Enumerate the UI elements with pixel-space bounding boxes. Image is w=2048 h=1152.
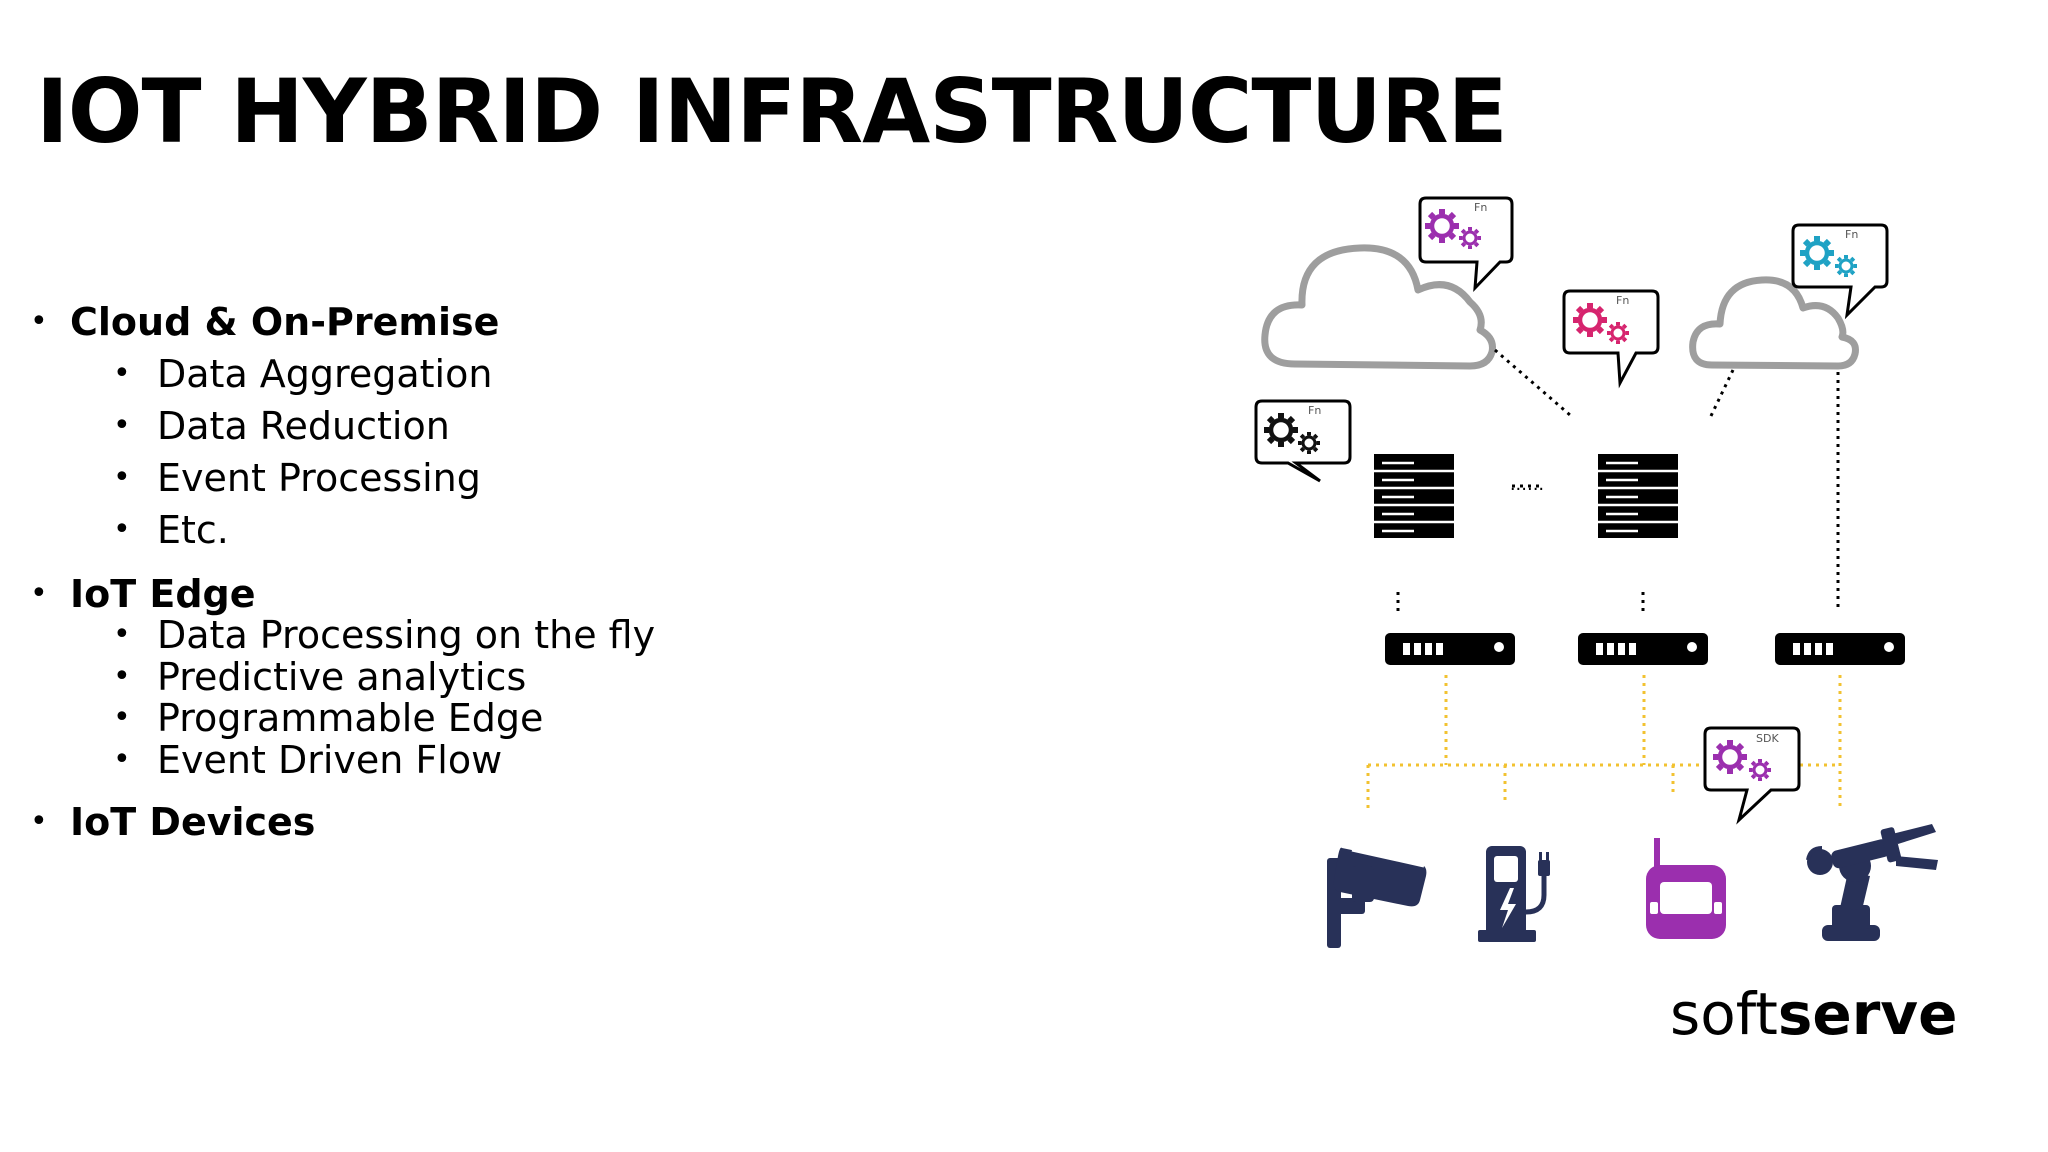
bullet-cloud-item: • Data Aggregation (113, 352, 493, 396)
function-bubble-purple: Fn (1418, 196, 1514, 293)
bullet-dot: • (113, 408, 131, 443)
function-bubble-pink: Fn (1562, 289, 1660, 389)
slide-title: IOT HYBRID INFRASTRUCTURE (36, 60, 1508, 163)
bullet-dot: • (113, 617, 131, 652)
bullet-text: Programmable Edge (157, 696, 544, 740)
robotic-arm-icon (1806, 824, 1938, 941)
bullet-dot: • (113, 460, 131, 495)
server-ellipsis: ...... (1510, 474, 1544, 495)
bullet-dot: • (113, 700, 131, 735)
bullet-list: • Cloud & On-Premise • Data Aggregation … (0, 0, 900, 1152)
bullet-text: Event Driven Flow (157, 738, 503, 782)
logo-text-bold: serve (1777, 980, 1958, 1048)
bullet-edge-item: • Event Driven Flow (113, 738, 503, 782)
server-rack-icon (1372, 452, 1456, 540)
bullet-text: IoT Devices (70, 800, 316, 844)
edge-gateway-icon (1385, 633, 1515, 665)
cloud-small-icon (1689, 276, 1859, 370)
bullet-cloud-item: • Event Processing (113, 456, 481, 500)
bullet-edge-item: • Programmable Edge (113, 696, 544, 740)
function-bubble-black: Fn (1254, 399, 1352, 483)
bullet-text: IoT Edge (70, 572, 256, 616)
bullet-text: Etc. (157, 508, 229, 552)
bullet-cloud-heading: • Cloud & On-Premise (30, 300, 500, 344)
function-bubble-cyan: Fn (1791, 223, 1889, 320)
edge-gateway-icon (1578, 633, 1708, 665)
ev-charger-icon (1478, 846, 1550, 942)
bullet-text: Cloud & On-Premise (70, 300, 500, 344)
bullet-text: Data Aggregation (157, 352, 493, 396)
edge-gateway-icon (1775, 633, 1905, 665)
bullet-devices-heading: • IoT Devices (30, 800, 316, 844)
bullet-edge-heading: • IoT Edge (30, 572, 256, 616)
bullet-dot: • (30, 576, 48, 611)
cloud-large-icon (1261, 244, 1496, 370)
bubble-label: Fn (1845, 228, 1858, 241)
network-links (1396, 348, 1840, 615)
bullet-dot: • (113, 659, 131, 694)
bullet-dot: • (113, 356, 131, 391)
bubble-label: Fn (1474, 201, 1487, 214)
bubble-label: SDK (1756, 732, 1779, 745)
sdk-bubble: SDK (1703, 726, 1801, 825)
bullet-cloud-item: • Etc. (113, 508, 229, 552)
handheld-scanner-icon (1646, 838, 1726, 939)
bubble-label: Fn (1616, 294, 1629, 307)
bullet-dot: • (30, 804, 48, 839)
bubble-label: Fn (1308, 404, 1321, 417)
logo-text-light: soft (1670, 980, 1778, 1048)
bullet-dot: • (30, 304, 48, 339)
bullet-dot: • (113, 512, 131, 547)
bullet-edge-item: • Predictive analytics (113, 655, 527, 699)
bullet-dot: • (113, 742, 131, 777)
bullet-text: Predictive analytics (157, 655, 527, 699)
softserve-logo: softserve (1670, 980, 1957, 1048)
bullet-text: Event Processing (157, 456, 481, 500)
security-camera-icon (1327, 847, 1427, 948)
bullet-text: Data Reduction (157, 404, 450, 448)
server-rack-icon (1596, 452, 1680, 540)
bullet-edge-item: • Data Processing on the fly (113, 613, 656, 657)
bullet-cloud-item: • Data Reduction (113, 404, 450, 448)
bullet-text: Data Processing on the fly (157, 613, 656, 657)
